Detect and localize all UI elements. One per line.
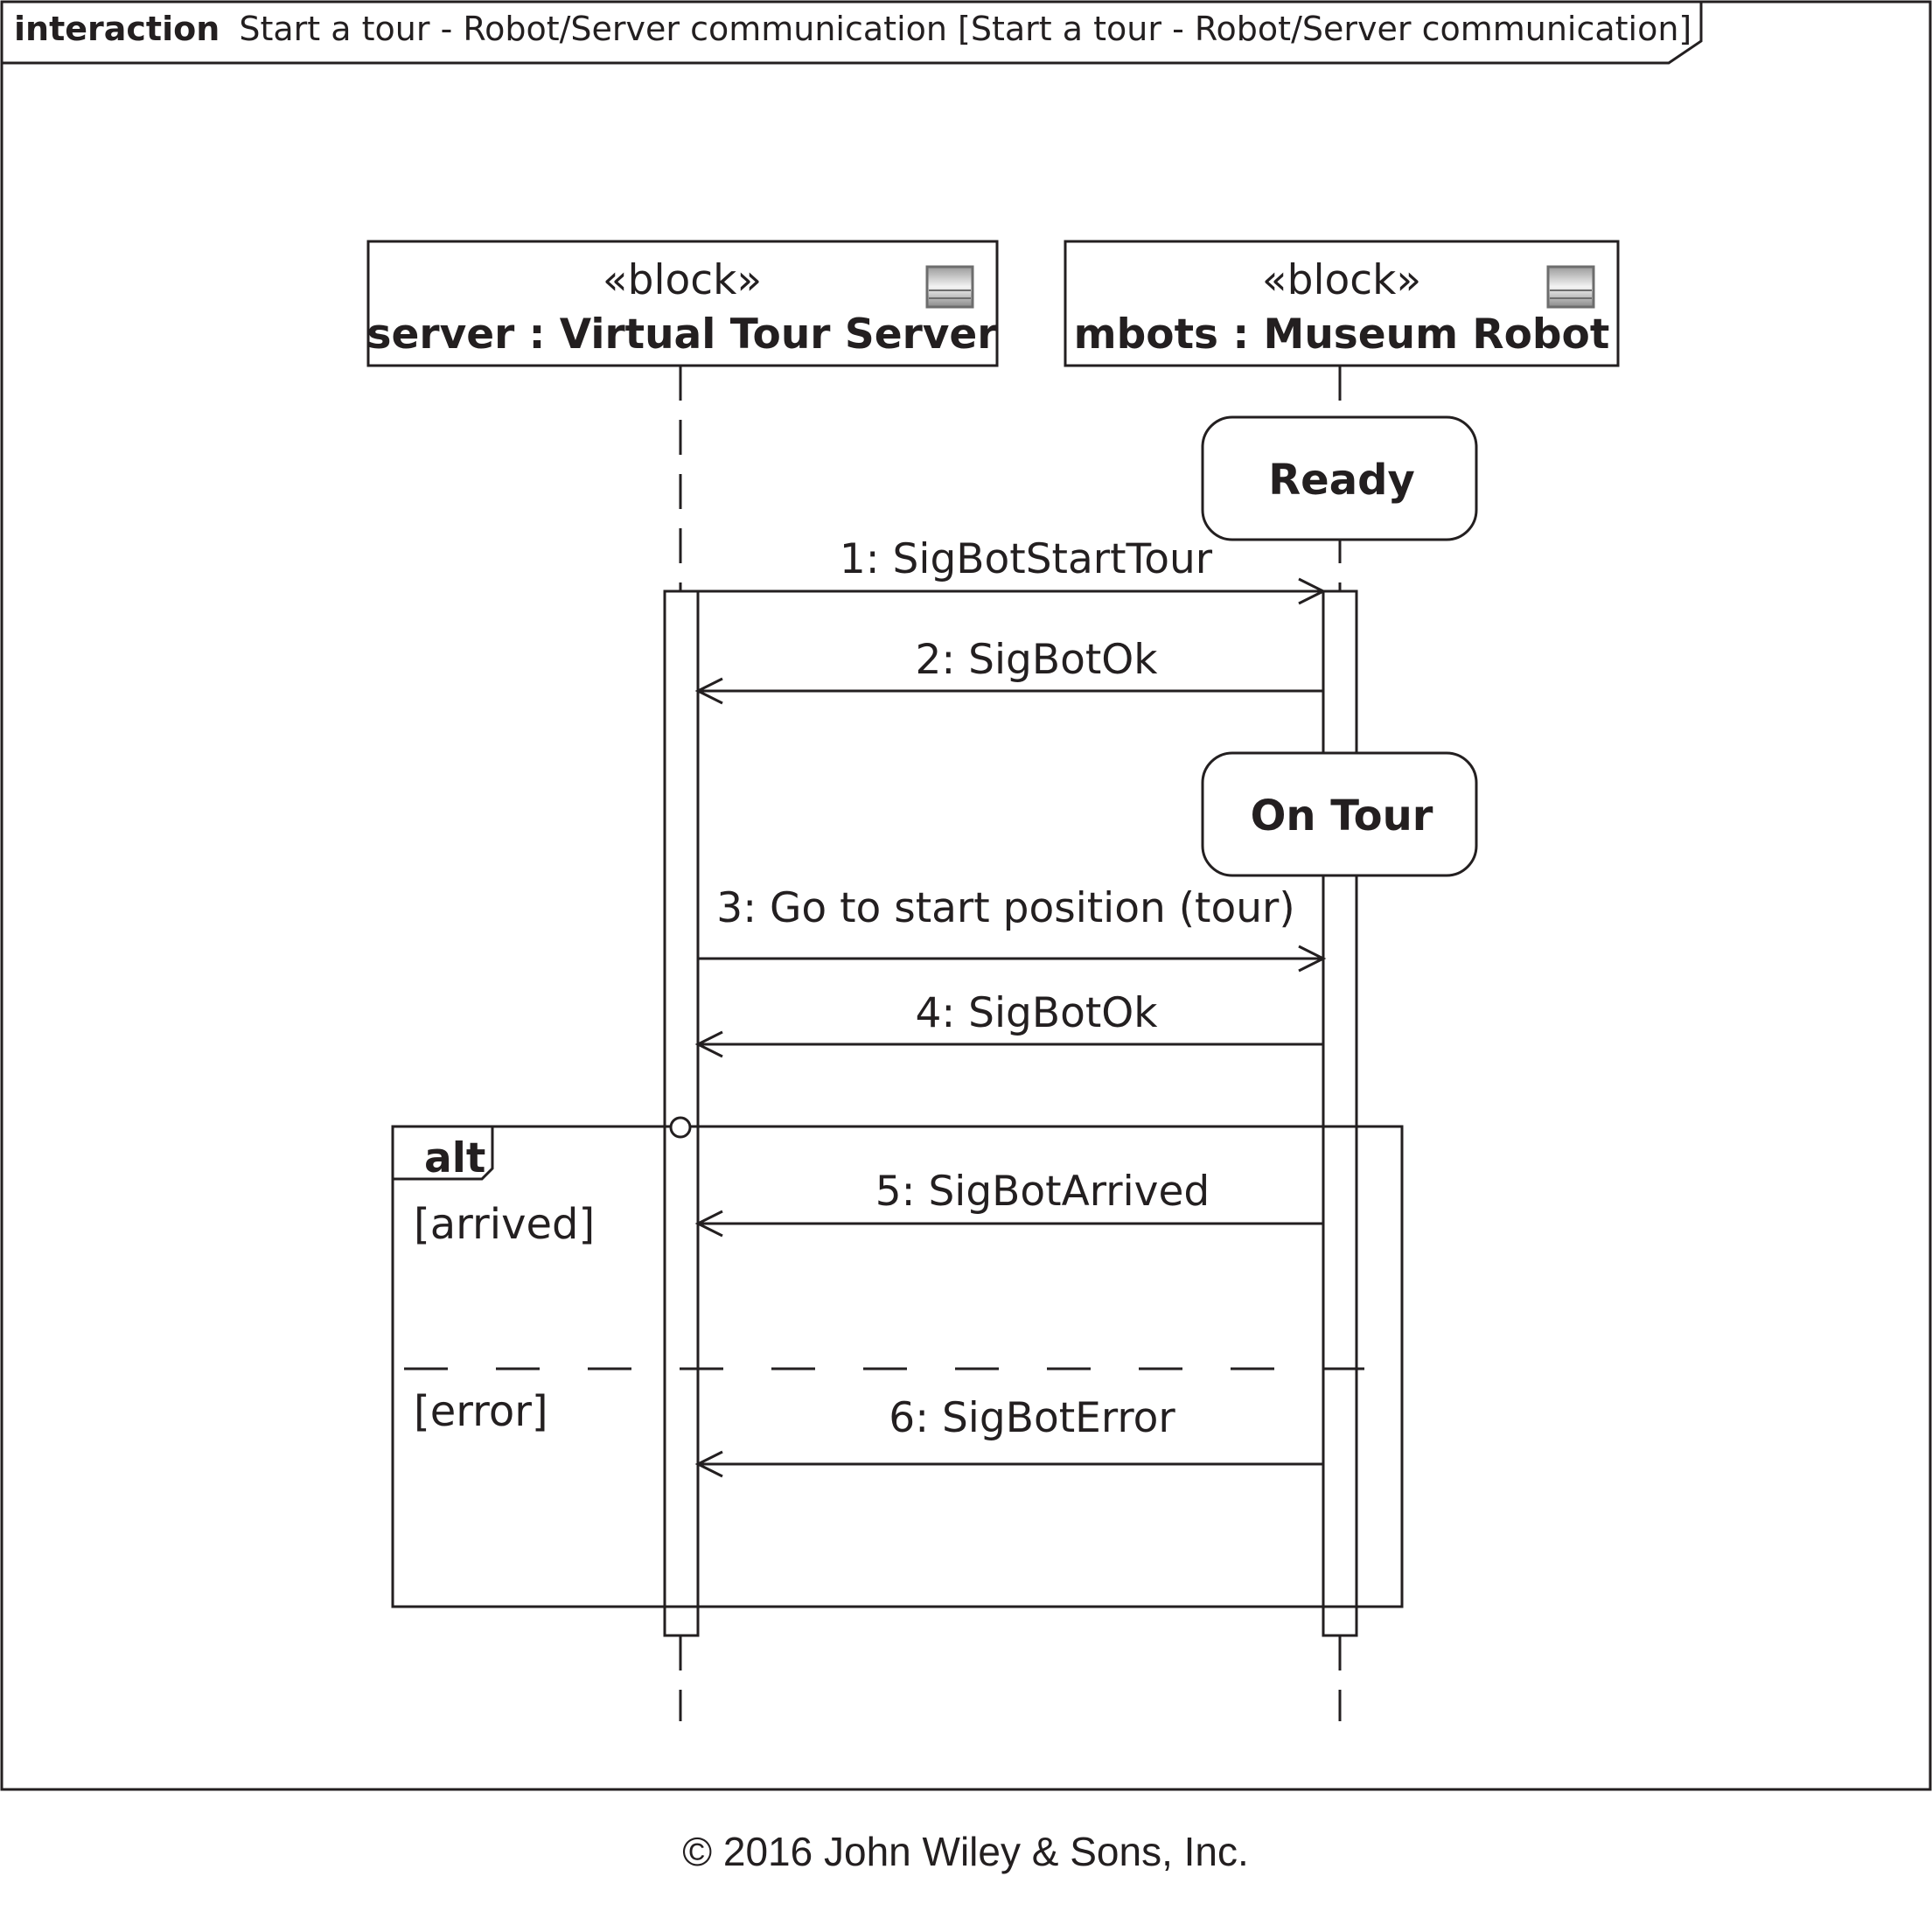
message-1[interactable]: 1: SigBotStartTour — [698, 535, 1327, 605]
stereotype-label: «block» — [603, 256, 762, 304]
message-label: 1: SigBotStartTour — [840, 535, 1213, 583]
lifeline-head-server[interactable] — [366, 240, 999, 367]
alt-fragment[interactable]: alt [arrived] [error] — [391, 1116, 1404, 1608]
state-label: Ready — [1268, 456, 1415, 505]
copyright-notice: © 2016 John Wiley & Sons, Inc. — [682, 1829, 1249, 1874]
block-icon — [1546, 265, 1595, 309]
message-label: 4: SigBotOk — [915, 989, 1158, 1037]
activation-bar-mbots[interactable] — [1322, 589, 1358, 1637]
lifeline-mbots[interactable]: «block» mbots : Museum Robot — [1064, 240, 1620, 1721]
alt-tab — [393, 1126, 494, 1181]
state-on-tour[interactable]: On Tour — [1201, 751, 1478, 877]
message-6[interactable]: 6: SigBotError — [694, 1394, 1323, 1478]
state-ready[interactable]: Ready — [1201, 415, 1478, 541]
message-label: 3: Go to start position (tour) — [716, 884, 1294, 932]
stereotype-label: «block» — [1262, 256, 1421, 304]
arrowhead-icon — [694, 1450, 723, 1478]
message-3[interactable]: 3: Go to start position (tour) — [698, 884, 1327, 973]
frame-title: interaction Start a tour - Robot/Server … — [14, 10, 1691, 48]
guard-error: [error] — [414, 1387, 548, 1436]
state-label: On Tour — [1251, 792, 1433, 840]
fragment-gate — [669, 1116, 692, 1139]
lifeline-name: mbots : Museum Robot — [1074, 310, 1610, 359]
lifeline-name: server : Virtual Tour Server — [367, 310, 999, 359]
message-4[interactable]: 4: SigBotOk — [694, 989, 1323, 1058]
arrowhead-icon — [1298, 945, 1327, 973]
arrowhead-icon — [694, 677, 723, 705]
guard-arrived: [arrived] — [414, 1200, 595, 1249]
arrowhead-icon — [1298, 577, 1327, 605]
alt-operator: alt — [424, 1134, 485, 1182]
block-icon — [925, 265, 974, 309]
message-2[interactable]: 2: SigBotOk — [694, 636, 1323, 705]
message-label: 6: SigBotError — [889, 1394, 1175, 1442]
frame-tab — [2, 2, 1703, 65]
interaction-frame — [0, 0, 1932, 1791]
lifeline-server[interactable]: «block» server : Virtual Tour Server — [366, 240, 999, 1721]
message-5[interactable]: 5: SigBotArrived — [694, 1168, 1323, 1238]
arrowhead-icon — [694, 1210, 723, 1238]
alt-frame — [391, 1125, 1404, 1608]
message-label: 2: SigBotOk — [915, 636, 1158, 684]
activation-bar-server[interactable] — [663, 589, 700, 1637]
lifeline-head-mbots[interactable] — [1064, 240, 1620, 367]
message-label: 5: SigBotArrived — [875, 1168, 1210, 1216]
arrowhead-icon — [694, 1030, 723, 1058]
